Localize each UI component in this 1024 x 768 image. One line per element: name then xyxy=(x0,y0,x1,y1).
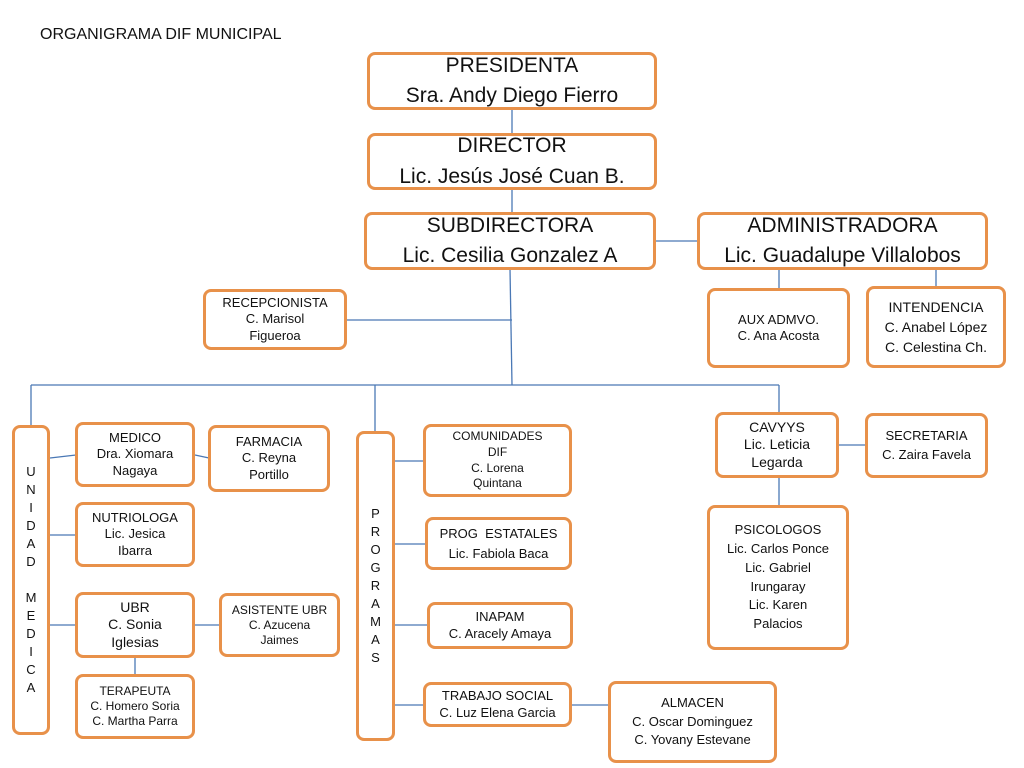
cavyys-role: CAVYYS xyxy=(749,418,805,435)
aux-admvo-role: AUX ADMVO. xyxy=(738,311,819,327)
nutriologa-line1: Lic. Jesica xyxy=(104,526,166,542)
director-box: DIRECTOR Lic. Jesús José Cuan B. xyxy=(367,133,657,190)
secretaria-role: SECRETARIA xyxy=(885,427,968,443)
medico-role: MEDICO xyxy=(109,430,161,446)
terapeuta-role: TERAPEUTA xyxy=(99,684,171,698)
terapeuta-box: TERAPEUTA C. Homero Soria C. Martha Parr… xyxy=(75,674,195,739)
trabajo-social-role: TRABAJO SOCIAL xyxy=(441,688,554,704)
presidenta-role: PRESIDENTA xyxy=(445,53,579,77)
aux-admvo-box: AUX ADMVO. C. Ana Acosta xyxy=(707,288,850,368)
psicologos-box: PSICOLOGOS Lic. Carlos Ponce Lic. Gabrie… xyxy=(707,505,849,650)
recepcionista-box: RECEPCIONISTA C. Marisol Figueroa xyxy=(203,289,347,350)
programas-box: P R O G R A M A S xyxy=(356,431,395,741)
almacen-role: ALMACEN xyxy=(661,694,724,710)
comunidades-line1: DIF xyxy=(487,444,508,459)
terapeuta-line2: C. Martha Parra xyxy=(92,714,178,728)
almacen-box: ALMACEN C. Oscar Dominguez C. Yovany Est… xyxy=(608,681,777,763)
comunidades-box: COMUNIDADES DIF C. Lorena Quintana xyxy=(423,424,572,497)
unidad-medica-box: U N I D A D M E D I C A xyxy=(12,425,50,735)
inapam-role: INAPAM xyxy=(475,609,525,625)
psicologos-line5: Palacios xyxy=(753,616,803,632)
administradora-name: Lic. Guadalupe Villalobos xyxy=(724,244,961,267)
presidenta-name: Sra. Andy Diego Fierro xyxy=(405,84,619,107)
nutriologa-role: NUTRIOLOGA xyxy=(92,510,178,526)
terapeuta-line1: C. Homero Soria xyxy=(90,699,180,713)
secretaria-name: C. Zaira Favela xyxy=(882,446,971,462)
nutriologa-line2: Ibarra xyxy=(118,542,152,558)
medico-line1: Dra. Xiomara xyxy=(96,446,174,462)
director-role: DIRECTOR xyxy=(457,134,567,158)
intendencia-box: INTENDENCIA C. Anabel López C. Celestina… xyxy=(866,286,1006,368)
subdirectora-role: SUBDIRECTORA xyxy=(426,213,594,237)
administradora-role: ADMINISTRADORA xyxy=(747,213,938,237)
administradora-box: ADMINISTRADORA Lic. Guadalupe Villalobos xyxy=(697,212,988,270)
intendencia-line1: C. Anabel López xyxy=(884,318,988,335)
farmacia-role: FARMACIA xyxy=(235,434,303,450)
recepcionista-role: RECEPCIONISTA xyxy=(222,295,328,311)
comunidades-line2: C. Lorena xyxy=(471,460,524,475)
inapam-box: INAPAM C. Aracely Amaya xyxy=(427,602,573,649)
ubr-box: UBR C. Sonia Iglesias xyxy=(75,592,195,658)
nutriologa-box: NUTRIOLOGA Lic. Jesica Ibarra xyxy=(75,502,195,567)
comunidades-line3: Quintana xyxy=(473,476,522,491)
psicologos-line3: Irungaray xyxy=(750,578,806,594)
cavyys-box: CAVYYS Lic. Leticia Legarda xyxy=(715,412,839,478)
asistente-ubr-line2: Jaimes xyxy=(260,632,299,647)
programas-label: P R O G R A M A S xyxy=(370,506,381,665)
farmacia-line1: C. Reyna xyxy=(241,450,297,466)
trabajo-social-name: C. Luz Elena Garcia xyxy=(439,704,556,720)
ubr-line1: C. Sonia xyxy=(108,616,162,633)
subdirectora-box: SUBDIRECTORA Lic. Cesilia Gonzalez A xyxy=(364,212,656,270)
almacen-line1: C. Oscar Dominguez xyxy=(632,713,753,729)
chart-title: ORGANIGRAMA DIF MUNICIPAL xyxy=(40,26,282,43)
psicologos-line4: Lic. Karen xyxy=(748,597,808,613)
prog-estatales-role: PROG ESTATALES xyxy=(439,526,558,541)
cavyys-line2: Legarda xyxy=(751,453,803,470)
medico-line2: Nagaya xyxy=(112,462,158,478)
prog-estatales-box: PROG ESTATALES Lic. Fabiola Baca xyxy=(425,517,572,570)
subdirectora-name: Lic. Cesilia Gonzalez A xyxy=(402,244,618,267)
inapam-name: C. Aracely Amaya xyxy=(448,625,552,641)
asistente-ubr-line1: C. Azucena xyxy=(248,617,311,632)
aux-admvo-name: C. Ana Acosta xyxy=(737,328,820,343)
presidenta-box: PRESIDENTA Sra. Andy Diego Fierro xyxy=(367,52,657,110)
intendencia-line2: C. Celestina Ch. xyxy=(885,339,987,356)
recepcionista-line1: C. Marisol xyxy=(245,311,305,327)
ubr-role: UBR xyxy=(120,598,150,615)
ubr-line2: Iglesias xyxy=(111,633,159,650)
prog-estatales-name: Lic. Fabiola Baca xyxy=(448,545,549,561)
psicologos-line1: Lic. Carlos Ponce xyxy=(727,540,829,556)
asistente-ubr-box: ASISTENTE UBR C. Azucena Jaimes xyxy=(219,593,340,657)
almacen-line2: C. Yovany Estevane xyxy=(634,732,751,748)
psicologos-role: PSICOLOGOS xyxy=(734,521,822,537)
recepcionista-line2: Figueroa xyxy=(249,327,301,343)
farmacia-line2: Portillo xyxy=(249,466,289,482)
comunidades-role: COMUNIDADES xyxy=(452,429,543,444)
trabajo-social-box: TRABAJO SOCIAL C. Luz Elena Garcia xyxy=(423,682,572,727)
director-name: Lic. Jesús José Cuan B. xyxy=(399,164,625,188)
farmacia-box: FARMACIA C. Reyna Portillo xyxy=(208,425,330,492)
secretaria-box: SECRETARIA C. Zaira Favela xyxy=(865,413,988,478)
asistente-ubr-role: ASISTENTE UBR xyxy=(231,602,328,617)
medico-box: MEDICO Dra. Xiomara Nagaya xyxy=(75,422,195,487)
intendencia-role: INTENDENCIA xyxy=(888,298,984,315)
unidad-medica-label: U N I D A D M E D I C A xyxy=(25,464,37,695)
psicologos-line2: Lic. Gabriel xyxy=(745,559,811,575)
cavyys-line1: Lic. Leticia xyxy=(743,436,811,453)
